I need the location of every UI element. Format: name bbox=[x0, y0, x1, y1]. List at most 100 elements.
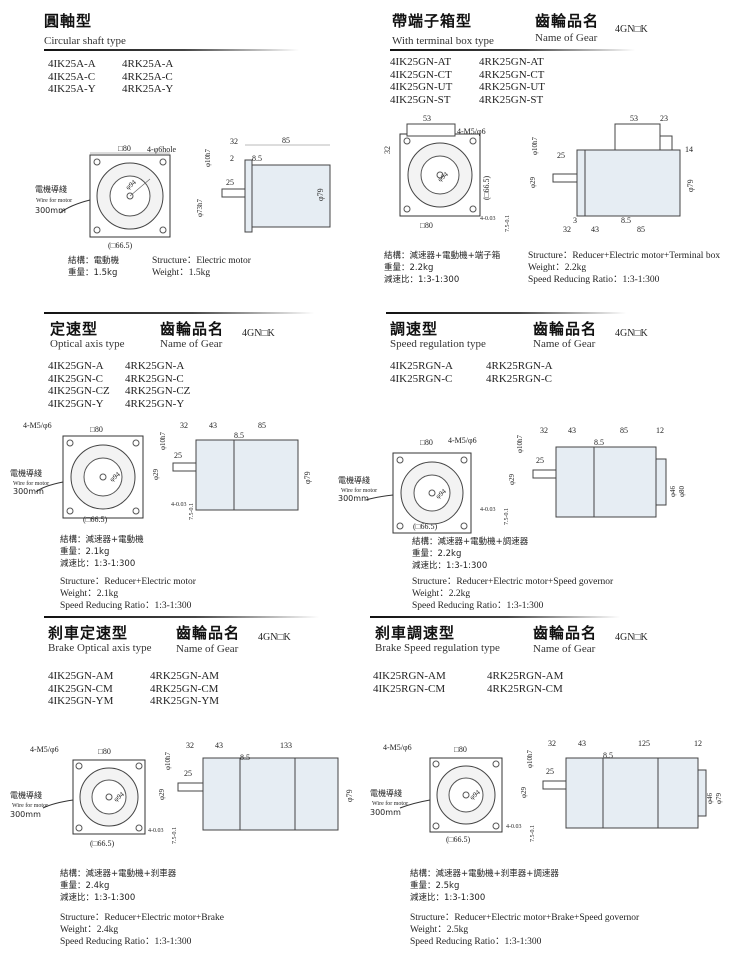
svg-text:φ79: φ79 bbox=[303, 471, 312, 484]
dim-phi10h7: φ10h7 bbox=[204, 148, 212, 167]
svg-text:7.5-0.1: 7.5-0.1 bbox=[172, 827, 178, 844]
gear-subtitle-terminal: Name of Gear bbox=[535, 32, 598, 44]
section-title-speed: 調速型 bbox=[390, 320, 439, 338]
section-rule-brake-speed bbox=[370, 616, 620, 618]
svg-text:電機導綫: 電機導綫 bbox=[370, 788, 402, 798]
svg-text:Wire for motor: Wire for motor bbox=[13, 480, 49, 487]
svg-text:電機導綫: 電機導綫 bbox=[10, 468, 42, 478]
svg-text:25: 25 bbox=[557, 151, 565, 160]
svg-text:φ10h7: φ10h7 bbox=[164, 751, 172, 770]
svg-text:7.5-0.1: 7.5-0.1 bbox=[505, 215, 511, 232]
wire-length: 300mm bbox=[35, 206, 66, 215]
section-subtitle-terminal: With terminal box type bbox=[392, 35, 494, 47]
gear-subtitle-brake-speed: Name of Gear bbox=[533, 643, 596, 655]
svg-text:(□66.5): (□66.5) bbox=[90, 839, 114, 848]
svg-text:43: 43 bbox=[591, 225, 599, 234]
dim-25: 25 bbox=[226, 178, 234, 187]
svg-text:Wire for motor: Wire for motor bbox=[372, 800, 408, 807]
svg-text:φ46: φ46 bbox=[669, 485, 677, 497]
section-rule-speed bbox=[386, 312, 626, 314]
svg-text:25: 25 bbox=[546, 767, 554, 776]
drawing-brake-speed: φ94 □80 4-M5/φ6 (□66.5) 電機導綫 Wire for mo… bbox=[370, 739, 723, 844]
spec-circular-cn: 結構：電動機重量：1.5kg bbox=[68, 256, 120, 278]
gear-title-brake-optical: 齒輪品名 bbox=[176, 624, 241, 642]
svg-text:8.5: 8.5 bbox=[240, 753, 250, 762]
svg-text:43: 43 bbox=[578, 739, 586, 748]
wire-label-cn: 電機導綫 bbox=[35, 184, 67, 194]
svg-text:Wire for motor: Wire for motor bbox=[341, 487, 377, 494]
dim-85s: 8.5 bbox=[252, 154, 262, 163]
svg-text:(□66.5): (□66.5) bbox=[413, 522, 437, 531]
svg-text:14: 14 bbox=[685, 145, 693, 154]
svg-text:53: 53 bbox=[423, 114, 431, 123]
svg-text:4-M5/φ6: 4-M5/φ6 bbox=[23, 421, 52, 430]
svg-text:23: 23 bbox=[660, 114, 668, 123]
svg-text:(□66.5): (□66.5) bbox=[83, 515, 107, 524]
dim-sq80: □80 bbox=[118, 144, 131, 153]
gear-code-brake-optical: 4GN□K bbox=[258, 632, 291, 643]
gear-code-terminal: 4GN□K bbox=[615, 24, 648, 35]
svg-text:43: 43 bbox=[215, 741, 223, 750]
section-subtitle-brake-optical: Brake Optical axis type bbox=[48, 642, 152, 654]
section-title-circular: 圓軸型 bbox=[44, 12, 93, 30]
gear-subtitle-brake-optical: Name of Gear bbox=[176, 643, 239, 655]
svg-text:32: 32 bbox=[540, 426, 548, 435]
gear-subtitle-speed: Name of Gear bbox=[533, 338, 596, 350]
svg-text:4-0.03: 4-0.03 bbox=[148, 828, 164, 834]
svg-text:□80: □80 bbox=[90, 425, 103, 434]
svg-text:12: 12 bbox=[694, 739, 702, 748]
svg-text:φ29: φ29 bbox=[508, 473, 516, 485]
gear-code-speed: 4GN□K bbox=[615, 328, 648, 339]
svg-text:300mm: 300mm bbox=[10, 810, 41, 819]
svg-text:φ10h7: φ10h7 bbox=[531, 136, 539, 155]
svg-text:(□66.5): (□66.5) bbox=[446, 835, 470, 844]
svg-text:125: 125 bbox=[638, 739, 650, 748]
svg-text:32: 32 bbox=[548, 739, 556, 748]
svg-text:□80: □80 bbox=[454, 745, 467, 754]
section-subtitle-optical: Optical axis type bbox=[50, 338, 125, 350]
section-subtitle-brake-speed: Brake Speed regulation type bbox=[375, 642, 500, 654]
dim-phi79: φ79 bbox=[316, 188, 325, 201]
svg-text:53: 53 bbox=[630, 114, 638, 123]
svg-text:8.5: 8.5 bbox=[621, 216, 631, 225]
svg-text:φ10h7: φ10h7 bbox=[516, 434, 524, 453]
svg-text:φ10h7: φ10h7 bbox=[526, 749, 534, 768]
svg-text:32: 32 bbox=[180, 421, 188, 430]
svg-text:133: 133 bbox=[280, 741, 292, 750]
svg-text:電機導綫: 電機導綫 bbox=[10, 790, 42, 800]
dim-85: 85 bbox=[282, 136, 290, 145]
svg-text:φ80: φ80 bbox=[678, 485, 686, 497]
gear-code-optical: 4GN□K bbox=[242, 328, 275, 339]
svg-text:300mm: 300mm bbox=[338, 494, 369, 503]
drawing-circular: φ94 □80 (□66.5) 4-φ6hole 電機導綫 Wire for m… bbox=[35, 136, 331, 250]
svg-text:φ29: φ29 bbox=[520, 786, 528, 798]
svg-text:4-M5/φ6: 4-M5/φ6 bbox=[448, 436, 477, 445]
svg-text:85: 85 bbox=[637, 225, 645, 234]
svg-text:φ79: φ79 bbox=[345, 789, 354, 802]
svg-text:□80: □80 bbox=[420, 221, 433, 230]
svg-text:12: 12 bbox=[656, 426, 664, 435]
svg-text:7.5-0.1: 7.5-0.1 bbox=[189, 503, 195, 520]
svg-text:(□66.5): (□66.5) bbox=[482, 176, 491, 200]
svg-text:32: 32 bbox=[383, 146, 392, 154]
svg-text:8.5: 8.5 bbox=[234, 431, 244, 440]
svg-text:3: 3 bbox=[573, 216, 577, 225]
dim-phi73h7: φ73h7 bbox=[196, 198, 204, 217]
section-title-brake-optical: 刹車定速型 bbox=[48, 624, 129, 642]
svg-text:φ29: φ29 bbox=[158, 788, 166, 800]
svg-text:32: 32 bbox=[563, 225, 571, 234]
svg-text:85: 85 bbox=[258, 421, 266, 430]
gear-code-brake-speed: 4GN□K bbox=[615, 632, 648, 643]
svg-text:4-0.03: 4-0.03 bbox=[171, 502, 187, 508]
svg-text:φ10h7: φ10h7 bbox=[159, 431, 167, 450]
